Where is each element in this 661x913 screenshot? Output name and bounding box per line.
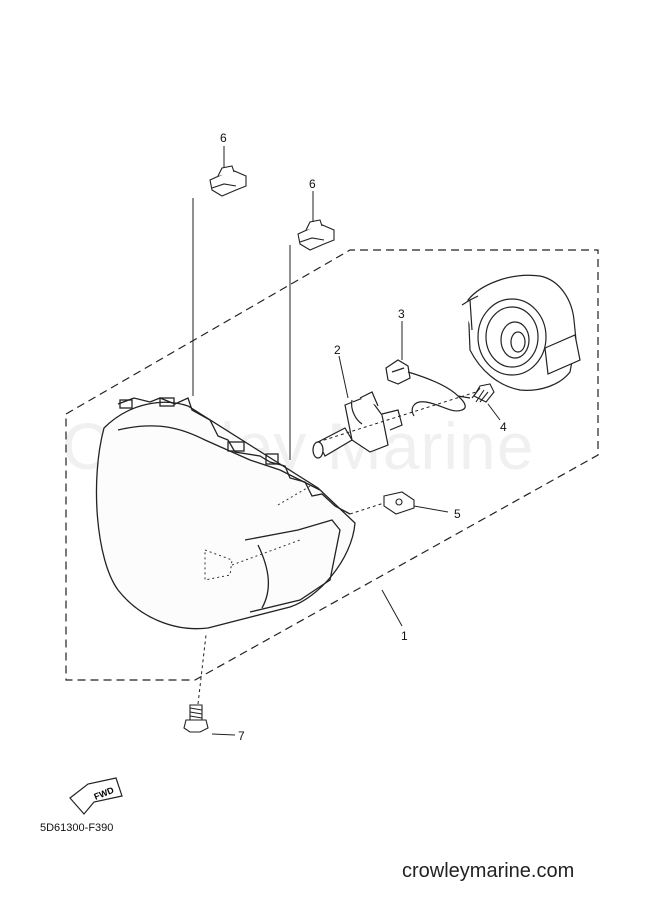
- hidden-lines: [204, 484, 313, 581]
- screw: [471, 383, 495, 403]
- headlight-lens-housing: [95, 397, 356, 630]
- footer-url[interactable]: crowleymarine.com: [402, 860, 575, 882]
- bulb-holder-wire: [385, 359, 471, 417]
- socket-cover: [461, 274, 581, 391]
- clip-lower: [297, 219, 335, 251]
- nut: [383, 491, 415, 515]
- clip-upper: [209, 165, 247, 197]
- callout-6a: 6: [220, 131, 227, 145]
- assembly-boundary: [65, 249, 599, 681]
- leader-lines: [192, 146, 501, 736]
- callout-2: 2: [334, 343, 341, 357]
- callout-5: 5: [454, 507, 461, 521]
- fwd-arrow-icon: FWD: [69, 777, 123, 815]
- callout-1: 1: [401, 629, 408, 643]
- bulb: [312, 391, 403, 459]
- callout-3: 3: [398, 307, 405, 321]
- reference-code: 5D61300-F390: [40, 822, 114, 834]
- callout-7: 7: [238, 729, 245, 743]
- callout-4: 4: [500, 420, 507, 434]
- callout-6b: 6: [309, 177, 316, 191]
- bolt: [183, 704, 209, 733]
